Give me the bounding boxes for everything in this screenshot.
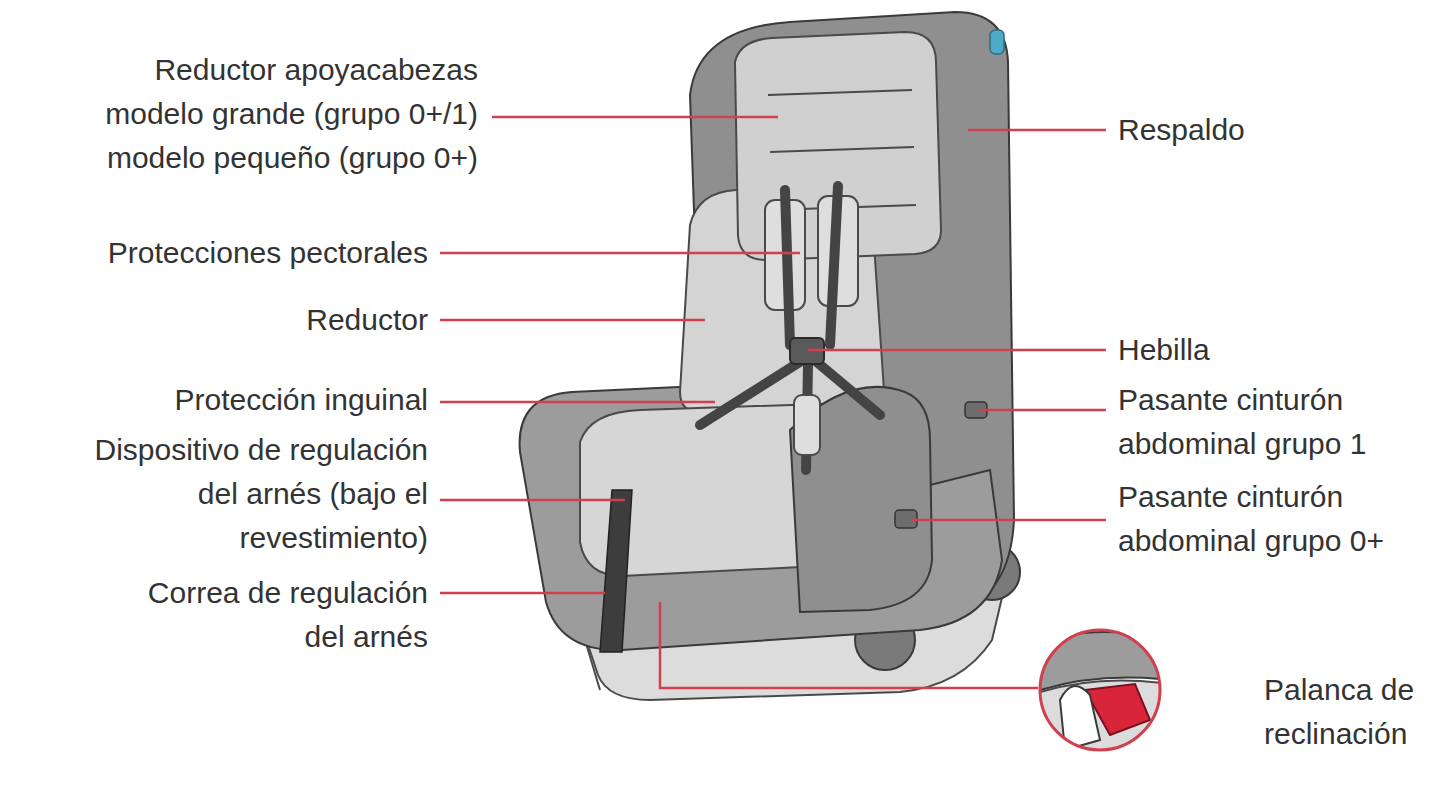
leader-line: [912, 519, 1106, 522]
leader-line: [440, 592, 605, 595]
part-label: Protecciones pectorales: [28, 231, 428, 275]
crotch-pad: [794, 395, 820, 455]
leader-line: [440, 252, 800, 255]
part-label: Respaldo: [1118, 108, 1418, 152]
zoom-circle: [1040, 630, 1160, 750]
part-label: Correa de regulación del arnés: [128, 571, 428, 659]
part-label: Pasante cinturón abdominal grupo 1: [1118, 378, 1418, 466]
side-wing: [790, 387, 932, 612]
part-label: Protección inguinal: [28, 378, 428, 422]
part-label: Dispositivo de regulación del arnés (baj…: [78, 428, 428, 560]
lever-zoom: [1030, 632, 1170, 760]
leader-line: [440, 499, 625, 502]
top-clip: [990, 30, 1004, 54]
seat-shell: [520, 386, 1002, 650]
part-label: Palanca de reclinación: [1264, 668, 1440, 756]
leader-line: [440, 319, 705, 322]
harness-straps: [700, 186, 880, 470]
leader-line: [660, 602, 1038, 688]
part-label: Pasante cinturón abdominal grupo 0+: [1118, 475, 1418, 563]
part-label: Reductor apoyacabezas modelo grande (gru…: [78, 48, 478, 180]
leader-lines: [440, 117, 1106, 688]
part-label: Hebilla: [1118, 328, 1418, 372]
leader-line: [492, 116, 778, 119]
leader-line: [808, 349, 1106, 352]
part-label: Reductor: [28, 298, 428, 342]
leader-line: [440, 401, 715, 404]
leader-line: [980, 409, 1106, 412]
leader-line: [968, 129, 1106, 132]
adjust-strap: [600, 490, 632, 652]
